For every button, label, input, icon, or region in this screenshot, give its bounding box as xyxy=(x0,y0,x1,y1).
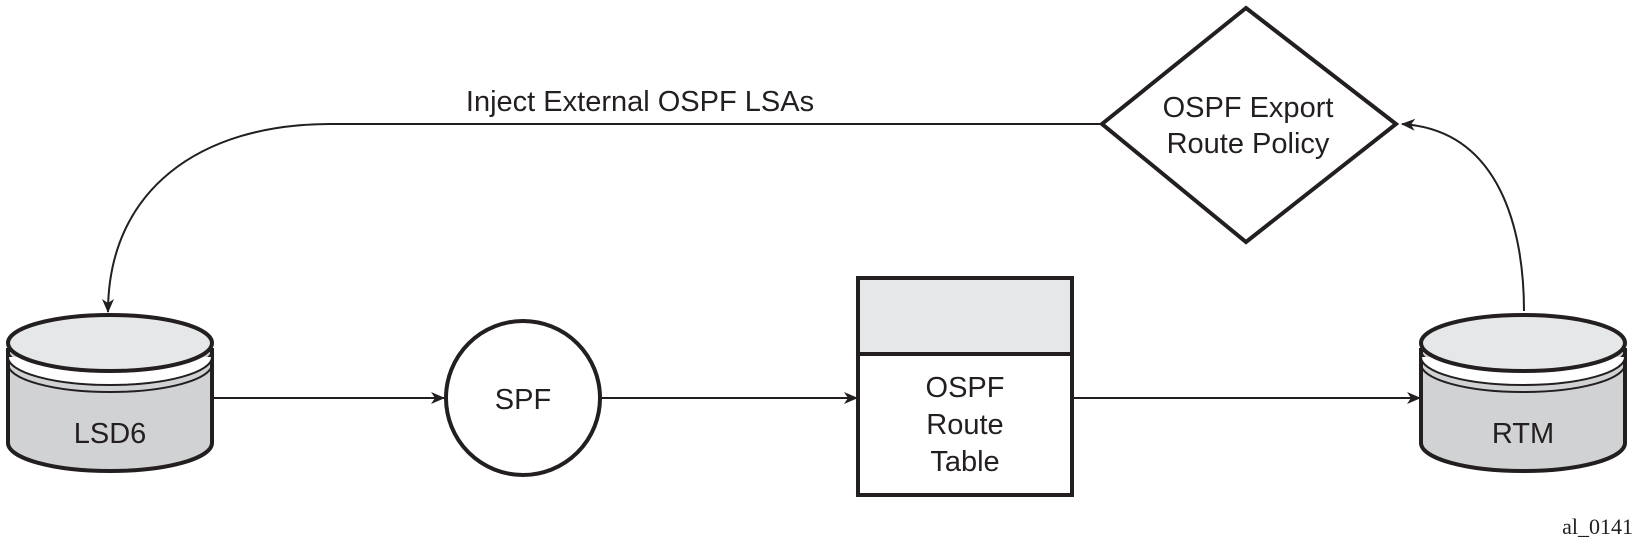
rtm-label: RTM xyxy=(1492,418,1554,450)
edge-rtm-to-policy xyxy=(1401,118,1525,312)
node-rtm: RTM xyxy=(1419,313,1627,473)
node-route-table: OSPF Route Table xyxy=(856,276,1074,497)
edge-policy-to-lsd6 xyxy=(102,123,1103,313)
inject-edge-label: Inject External OSPF LSAs xyxy=(466,86,814,118)
figure-id: al_0141 xyxy=(1562,514,1633,539)
route-table-line-3: Table xyxy=(930,446,999,478)
policy-line-1: OSPF Export xyxy=(1163,92,1334,124)
node-lsd6: LSD6 xyxy=(6,313,214,473)
route-table-line-2: Route xyxy=(926,409,1003,441)
policy-line-2: Route Policy xyxy=(1167,128,1330,160)
route-table-line-1: OSPF xyxy=(926,372,1005,404)
node-spf: SPF xyxy=(444,319,602,477)
spf-label: SPF xyxy=(495,384,551,416)
node-policy: OSPF Export Route Policy xyxy=(1098,5,1400,245)
lsd6-label: LSD6 xyxy=(74,418,147,450)
